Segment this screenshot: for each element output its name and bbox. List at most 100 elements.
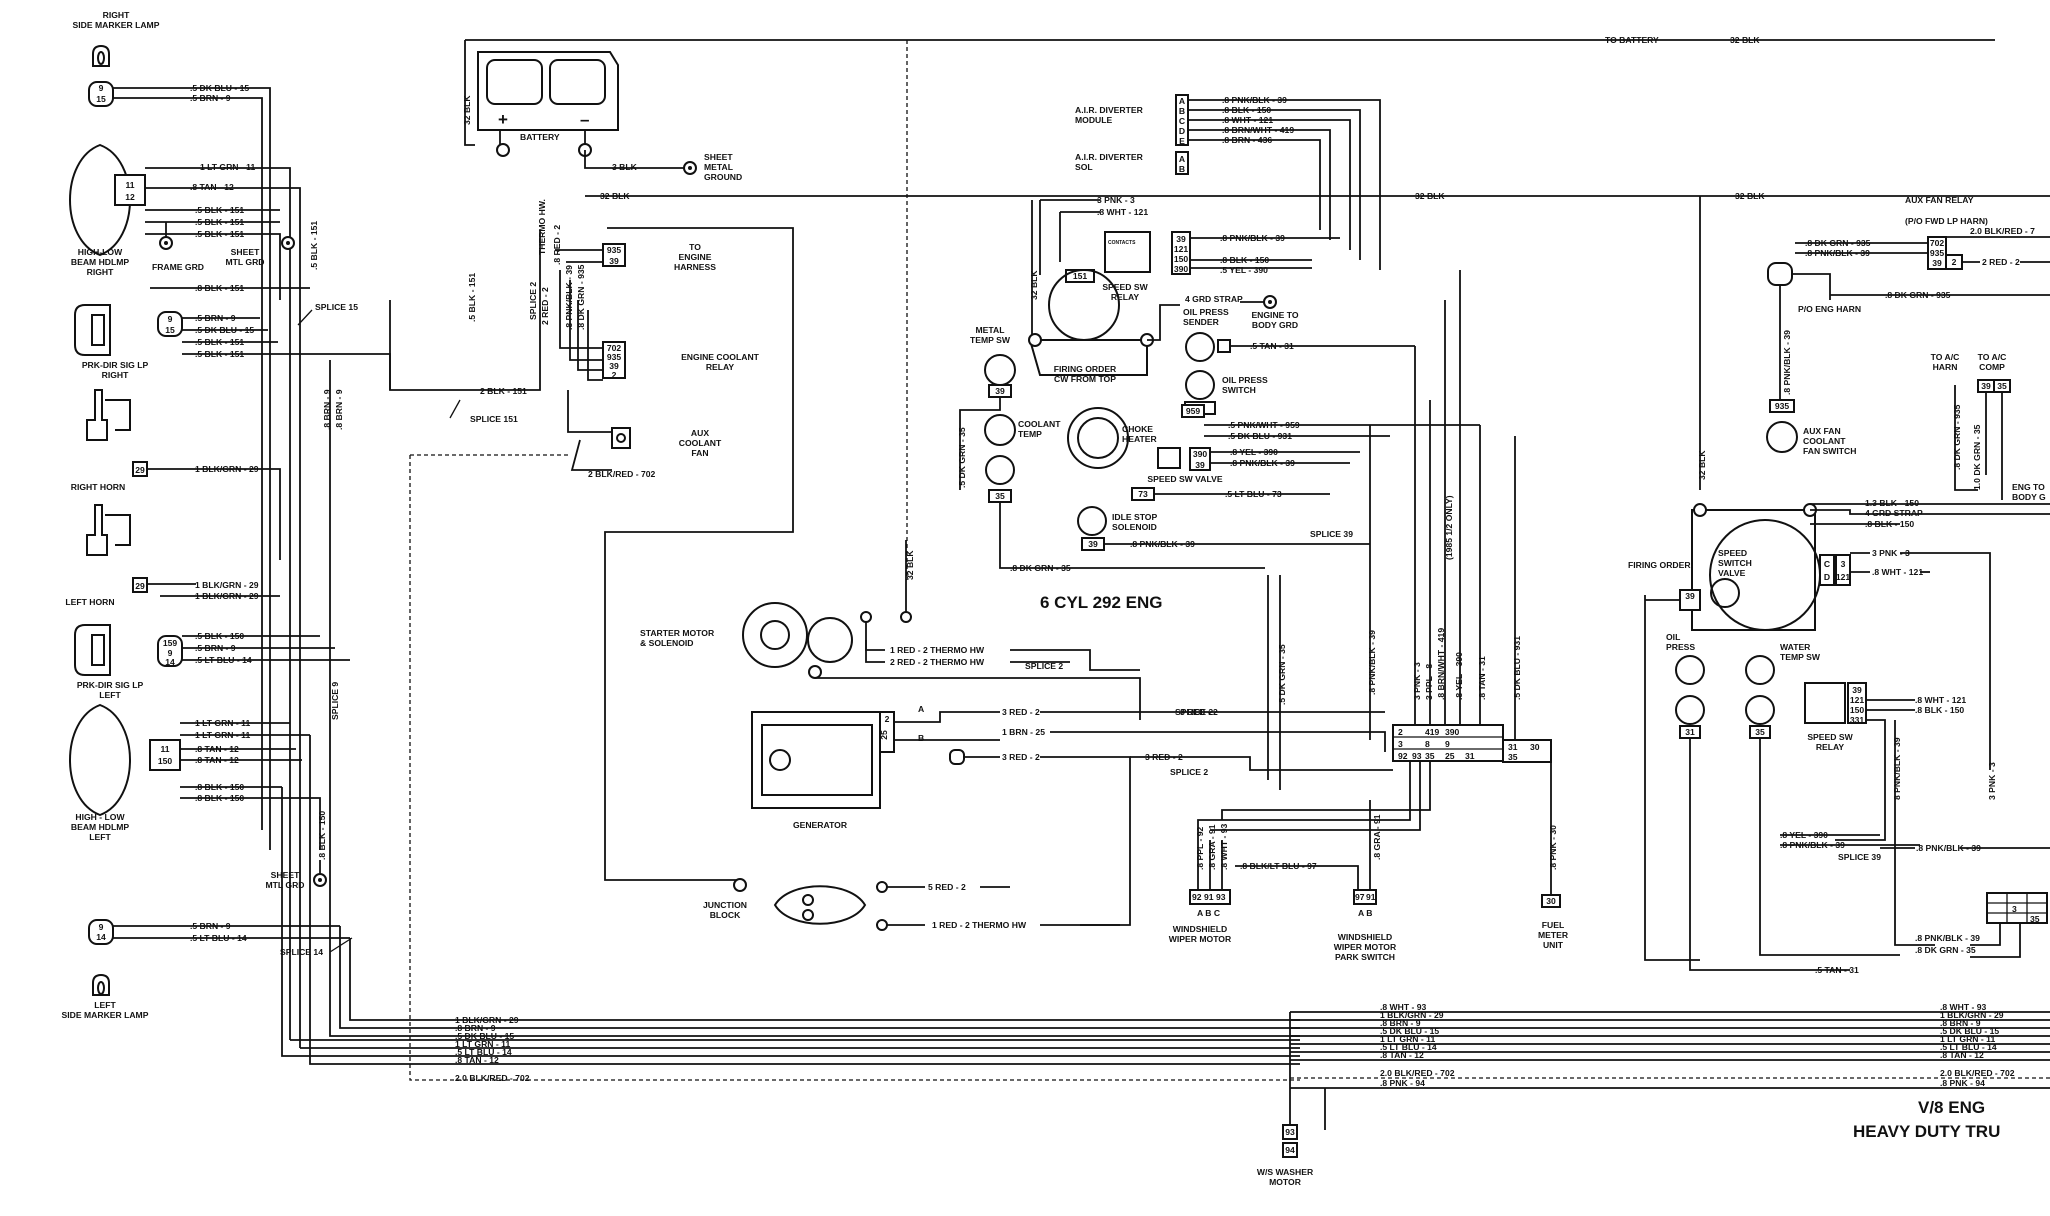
svg-text:CONTACTS: CONTACTS bbox=[1108, 240, 1136, 246]
svg-text:.8 BLK - 150: .8 BLK - 150 bbox=[1220, 255, 1269, 265]
svg-text:2 BLK - 151: 2 BLK - 151 bbox=[480, 386, 527, 396]
svg-text:.8 BRN - 436: .8 BRN - 436 bbox=[1222, 135, 1272, 145]
right-side-marker-lamp bbox=[92, 44, 110, 67]
svg-text:.8 PNK/BLK - 39: .8 PNK/BLK - 39 bbox=[1915, 933, 1980, 943]
generator: 25 2 bbox=[751, 711, 895, 809]
svg-text:2.0 BLK/RED - 7: 2.0 BLK/RED - 7 bbox=[1970, 226, 2035, 236]
aux-fan-relay: 702 935 39 2 bbox=[1927, 236, 1963, 270]
svg-text:93: 93 bbox=[1412, 751, 1422, 761]
svg-text:B: B bbox=[1179, 164, 1185, 174]
svg-text:1 LT GRN - 11: 1 LT GRN - 11 bbox=[1380, 1034, 1435, 1044]
svg-text:1.0 DK GRN - 35: 1.0 DK GRN - 35 bbox=[1972, 424, 1982, 490]
svg-text:159: 159 bbox=[163, 638, 178, 648]
svg-text:.5 DK BLU - 15: .5 DK BLU - 15 bbox=[1380, 1026, 1439, 1036]
svg-text:.8 GRA - 91: .8 GRA - 91 bbox=[1207, 824, 1217, 870]
svg-text:.8 BLK - 150: .8 BLK - 150 bbox=[195, 782, 244, 792]
svg-text:.5 TAN - 31: .5 TAN - 31 bbox=[1815, 965, 1859, 975]
svg-text:.5 BLK - 151: .5 BLK - 151 bbox=[195, 229, 244, 239]
svg-text:.8 BLK - 151: .8 BLK - 151 bbox=[195, 283, 244, 293]
svg-text:3: 3 bbox=[1841, 559, 1846, 569]
svg-text:.8 DK GRN - 35: .8 DK GRN - 35 bbox=[1915, 945, 1976, 955]
right-marker-connector: 9 15 bbox=[88, 81, 114, 107]
svg-text:.8 BLK/LT BLU - 97: .8 BLK/LT BLU - 97 bbox=[1240, 861, 1317, 871]
svg-text:32 BLK: 32 BLK bbox=[462, 95, 472, 125]
svg-text:.8 PNK/BLK - 39: .8 PNK/BLK - 39 bbox=[1130, 539, 1195, 549]
svg-text:31: 31 bbox=[1508, 742, 1518, 752]
starter-motor bbox=[742, 602, 912, 679]
svg-text:121: 121 bbox=[1174, 244, 1189, 254]
svg-text:.8 YEL - 390: .8 YEL - 390 bbox=[1780, 830, 1828, 840]
eng-harn-connector bbox=[1767, 262, 1793, 286]
battery: + – bbox=[477, 51, 619, 131]
svg-text:FIRING ORDER: FIRING ORDER bbox=[1628, 560, 1691, 570]
svg-text:SPLICE 14: SPLICE 14 bbox=[280, 947, 323, 957]
svg-text:.8 DK GRN - 35: .8 DK GRN - 35 bbox=[1010, 563, 1071, 573]
ac-connectors: 39 35 bbox=[1977, 379, 2011, 393]
speed-sw-relay: CONTACTS 39 121 150 390 bbox=[1104, 231, 1191, 275]
svg-text:.5 DK BLU - 931: .5 DK BLU - 931 bbox=[1228, 431, 1292, 441]
engine-coolant-relay: 702 935 39 2 bbox=[602, 341, 626, 380]
svg-text:39: 39 bbox=[1088, 539, 1098, 549]
svg-text:3 PNK - 3: 3 PNK - 3 bbox=[1412, 662, 1422, 700]
svg-text:.5 DK BLU - 15: .5 DK BLU - 15 bbox=[195, 325, 254, 335]
svg-text:.8 BLK - 150: .8 BLK - 150 bbox=[1915, 705, 1964, 715]
svg-text:.8 TAN - 31: .8 TAN - 31 bbox=[1477, 656, 1487, 700]
svg-text:419: 419 bbox=[1425, 727, 1440, 737]
svg-text:2: 2 bbox=[1952, 257, 1957, 267]
svg-text:39: 39 bbox=[609, 256, 619, 266]
bulkhead-connector: 2 419 390 3 8 9 92 93 35 25 31 31 35 30 bbox=[1392, 724, 1552, 763]
windshield-wiper-motor: 92 91 93 A B C bbox=[1189, 889, 1231, 918]
svg-text:2.0 BLK/RED - 702: 2.0 BLK/RED - 702 bbox=[1380, 1068, 1455, 1078]
svg-text:9: 9 bbox=[99, 83, 104, 93]
svg-text:.5 PNK/WHT - 959: .5 PNK/WHT - 959 bbox=[1228, 420, 1300, 430]
svg-text:.8 BRN - 9: .8 BRN - 9 bbox=[1380, 1018, 1421, 1028]
svg-text:2 RED - 2 THERMO HW: 2 RED - 2 THERMO HW bbox=[890, 657, 985, 667]
speed-switch-valve-connector: C D 3 121 bbox=[1819, 554, 1851, 586]
svg-text:.8 PNK/BLK - 39: .8 PNK/BLK - 39 bbox=[1916, 843, 1981, 853]
svg-text:.8 BRN/WHT - 419: .8 BRN/WHT - 419 bbox=[1436, 628, 1446, 700]
sheet-metal-ground-left-icon bbox=[313, 873, 327, 887]
svg-text:THERMO HW.: THERMO HW. bbox=[537, 199, 547, 255]
svg-text:–: – bbox=[580, 110, 589, 129]
svg-text:97: 97 bbox=[1355, 892, 1365, 902]
svg-text:150: 150 bbox=[1174, 254, 1189, 264]
svg-text:1 BLK/GRN - 29: 1 BLK/GRN - 29 bbox=[1940, 1010, 2004, 1020]
svg-text:.8 DK GRN - 935: .8 DK GRN - 935 bbox=[1952, 404, 1962, 470]
svg-text:.8 WHT - 121: .8 WHT - 121 bbox=[1872, 567, 1923, 577]
svg-text:8: 8 bbox=[1425, 739, 1430, 749]
svg-text:BODY G: BODY G bbox=[2012, 492, 2046, 502]
svg-text:.8 PNK/BLK - 39: .8 PNK/BLK - 39 bbox=[1780, 840, 1845, 850]
svg-text:31: 31 bbox=[1465, 751, 1475, 761]
svg-text:.8 BRN - 9: .8 BRN - 9 bbox=[455, 1023, 496, 1033]
svg-text:3 PNK - 3: 3 PNK - 3 bbox=[1097, 195, 1135, 205]
left-horn: 29 bbox=[86, 504, 148, 593]
svg-text:3 RED - 2: 3 RED - 2 bbox=[1145, 752, 1183, 762]
svg-text:.8 BLK - 150: .8 BLK - 150 bbox=[1865, 519, 1914, 529]
sheet-metal-ground-icon bbox=[281, 236, 295, 250]
svg-text:(1985 1/2 ONLY): (1985 1/2 ONLY) bbox=[1444, 495, 1454, 560]
svg-text:.5 LT BLU - 14: .5 LT BLU - 14 bbox=[455, 1047, 512, 1057]
svg-text:390: 390 bbox=[1445, 727, 1460, 737]
ws-washer-motor: 93 94 bbox=[1282, 1124, 1298, 1158]
svg-text:32 BLK: 32 BLK bbox=[1697, 450, 1707, 480]
svg-text:2 BLK/RED - 702: 2 BLK/RED - 702 bbox=[588, 469, 656, 479]
svg-text:1 BLK/GRN - 29: 1 BLK/GRN - 29 bbox=[1380, 1010, 1444, 1020]
svg-text:3 PPL - 8: 3 PPL - 8 bbox=[1424, 664, 1434, 700]
svg-text:.8 GRA - 91: .8 GRA - 91 bbox=[1372, 814, 1382, 860]
svg-text:.8 DK GRN - 935: .8 DK GRN - 935 bbox=[1805, 238, 1871, 248]
svg-text:3 RED - 2: 3 RED - 2 bbox=[1002, 752, 1040, 762]
svg-text:73: 73 bbox=[1138, 489, 1148, 499]
svg-text:.8 PNK/BLK - 39: .8 PNK/BLK - 39 bbox=[1367, 630, 1377, 695]
svg-text:LEFT HORN: LEFT HORN bbox=[65, 597, 114, 607]
svg-text:.8 WHT - 93: .8 WHT - 93 bbox=[1219, 823, 1229, 870]
svg-text:121: 121 bbox=[1850, 695, 1865, 705]
svg-text:151: 151 bbox=[1073, 271, 1088, 281]
